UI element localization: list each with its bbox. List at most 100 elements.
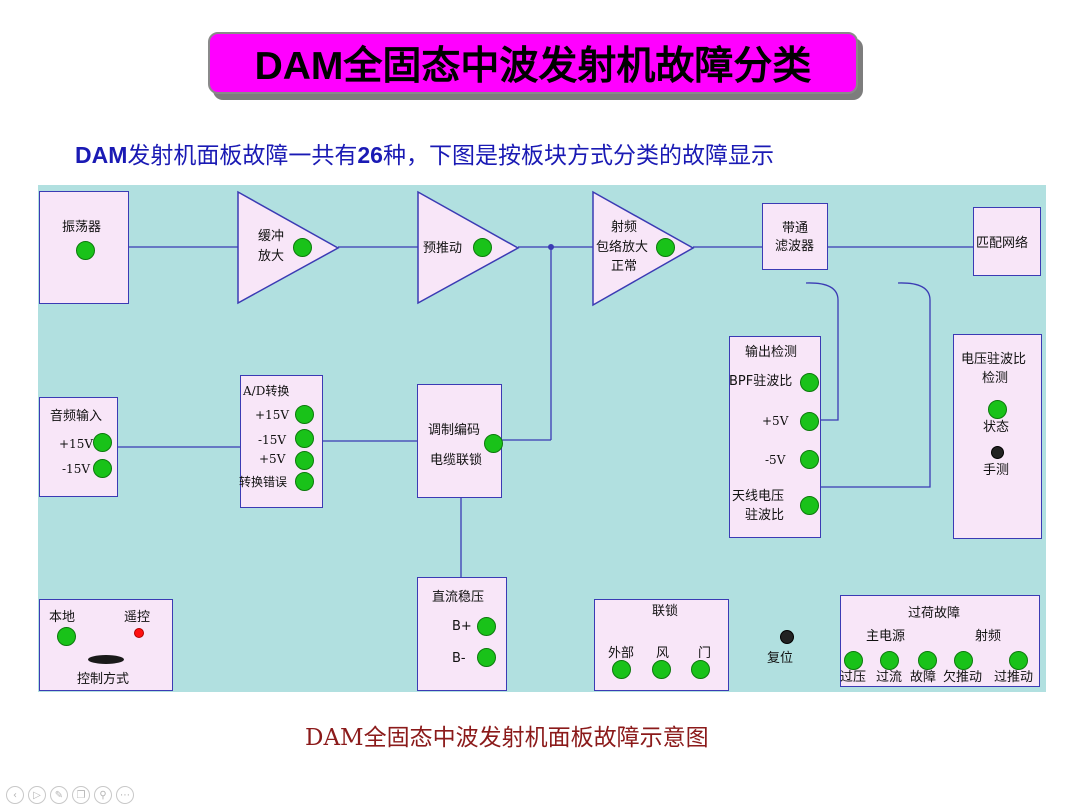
wind-led bbox=[652, 660, 671, 679]
output-detect-title: 输出检测 bbox=[745, 345, 798, 360]
ad-plus5-led bbox=[295, 451, 314, 470]
vswr-state-label: 状态 bbox=[983, 420, 1010, 435]
overload-item-2: 过流 bbox=[876, 670, 903, 685]
audio-minus15-led bbox=[93, 459, 112, 478]
rf-label-3: 正常 bbox=[611, 259, 638, 274]
play-icon[interactable]: ▷ bbox=[28, 786, 46, 804]
pen-icon[interactable]: ✎ bbox=[50, 786, 68, 804]
diagram-caption: DAM全固态中波发射机面板故障示意图 bbox=[305, 725, 709, 751]
rf-label-2: 包络放大 bbox=[596, 240, 649, 255]
predriver-led bbox=[473, 238, 492, 257]
subtitle: DAM发射机面板故障一共有26种，下图是按板块方式分类的故障显示 bbox=[75, 136, 774, 170]
reset-label: 复位 bbox=[767, 651, 794, 666]
overdrive-led bbox=[1009, 651, 1028, 670]
overload-block bbox=[840, 595, 1040, 687]
mode-switch[interactable] bbox=[88, 655, 124, 664]
modulator-led bbox=[484, 434, 503, 453]
predriver-label: 预推动 bbox=[423, 241, 463, 256]
subtitle-prefix: DAM bbox=[75, 142, 128, 168]
ad-error-led bbox=[295, 472, 314, 491]
junction-dot bbox=[548, 244, 554, 250]
antenna-label-1: 天线电压 bbox=[732, 489, 785, 504]
overload-title: 过荷故障 bbox=[908, 606, 961, 621]
vswr-manual-button[interactable] bbox=[991, 446, 1004, 459]
buffer-label-2: 放大 bbox=[258, 249, 285, 264]
interlock-title: 联锁 bbox=[652, 604, 679, 619]
antenna-label-2: 驻波比 bbox=[745, 508, 785, 523]
rf-label-1: 射频 bbox=[611, 220, 638, 235]
oscillator-label: 振荡器 bbox=[62, 220, 102, 235]
power-fault-led bbox=[918, 651, 937, 670]
buffer-amp-triangle bbox=[237, 190, 340, 305]
slide-toolbar: ‹ ▷ ✎ ❐ ⚲ ⋯ bbox=[6, 786, 134, 804]
rf-amp-triangle bbox=[592, 190, 695, 307]
matching-network-label: 匹配网络 bbox=[976, 236, 1029, 251]
audio-minus15-label: -15V bbox=[62, 462, 90, 476]
vswr-title-1: 电压驻波比 bbox=[961, 352, 1027, 367]
overload-item-3: 故障 bbox=[910, 670, 937, 685]
bminus-label: B- bbox=[452, 651, 466, 666]
ad-convert-title: A/D转换 bbox=[243, 384, 290, 398]
bandpass-block bbox=[762, 203, 828, 270]
bminus-led bbox=[477, 648, 496, 667]
ad-plus5-label: +5V bbox=[259, 452, 286, 466]
door-label: 门 bbox=[698, 646, 712, 661]
underdrive-led bbox=[954, 651, 973, 670]
antenna-vswr-led bbox=[800, 496, 819, 515]
bandpass-label-1: 带通 bbox=[782, 221, 809, 236]
ad-minus15-led bbox=[295, 429, 314, 448]
bandpass-label-2: 滤波器 bbox=[775, 239, 815, 254]
overcurrent-led bbox=[880, 651, 899, 670]
bplus-led bbox=[477, 617, 496, 636]
vswr-detect-block bbox=[953, 334, 1042, 539]
wind-label: 风 bbox=[656, 646, 670, 661]
control-mode-title: 控制方式 bbox=[77, 672, 130, 687]
ad-plus15-label: +15V bbox=[255, 408, 289, 422]
rf-group-label: 射频 bbox=[975, 629, 1002, 644]
prev-icon[interactable]: ‹ bbox=[6, 786, 24, 804]
detect-plus5-label: +5V bbox=[762, 414, 789, 428]
more-icon[interactable]: ⋯ bbox=[116, 786, 134, 804]
overload-item-1: 过压 bbox=[840, 670, 867, 685]
overload-item-4: 欠推动 bbox=[943, 670, 983, 685]
vswr-manual-label: 手测 bbox=[983, 463, 1010, 478]
rf-led bbox=[656, 238, 675, 257]
overvoltage-led bbox=[844, 651, 863, 670]
subtitle-num: 26 bbox=[357, 142, 383, 168]
bplus-label: B+ bbox=[452, 619, 472, 634]
dc-regulator-title: 直流稳压 bbox=[432, 590, 485, 605]
ad-minus15-label: -15V bbox=[258, 433, 286, 447]
remote-led bbox=[134, 628, 144, 638]
remote-label: 遥控 bbox=[124, 610, 151, 625]
bpf-vswr-led bbox=[800, 373, 819, 392]
zoom-icon[interactable]: ⚲ bbox=[94, 786, 112, 804]
outer-led bbox=[612, 660, 631, 679]
audio-input-title: 音频输入 bbox=[50, 409, 103, 424]
bpf-vswr-label: BPF驻波比 bbox=[729, 374, 793, 389]
local-label: 本地 bbox=[49, 610, 76, 625]
ad-error-label: 转换错误 bbox=[239, 475, 288, 489]
title-banner: DAM全固态中波发射机故障分类 bbox=[208, 32, 858, 94]
detect-minus5-label: -5V bbox=[765, 453, 786, 467]
buffer-led bbox=[293, 238, 312, 257]
buffer-label-1: 缓冲 bbox=[258, 229, 285, 244]
detect-minus5-led bbox=[800, 450, 819, 469]
outer-label: 外部 bbox=[608, 646, 635, 661]
vswr-title-2: 检测 bbox=[982, 371, 1009, 386]
vswr-state-led bbox=[988, 400, 1007, 419]
subtitle-suffix: 种，下图是按板块方式分类的故障显示 bbox=[382, 143, 774, 169]
local-led bbox=[57, 627, 76, 646]
page-title: DAM全固态中波发射机故障分类 bbox=[254, 45, 812, 88]
overload-item-5: 过推动 bbox=[994, 670, 1034, 685]
audio-plus15-led bbox=[93, 433, 112, 452]
main-power-label: 主电源 bbox=[866, 629, 906, 644]
subtitle-mid: 发射机面板故障一共有 bbox=[127, 143, 358, 169]
reset-button[interactable] bbox=[780, 630, 794, 644]
oscillator-led bbox=[76, 241, 95, 260]
door-led bbox=[691, 660, 710, 679]
copy-icon[interactable]: ❐ bbox=[72, 786, 90, 804]
modulator-label-1: 调制编码 bbox=[428, 423, 481, 438]
matching-network-block bbox=[973, 207, 1041, 276]
ad-plus15-led bbox=[295, 405, 314, 424]
